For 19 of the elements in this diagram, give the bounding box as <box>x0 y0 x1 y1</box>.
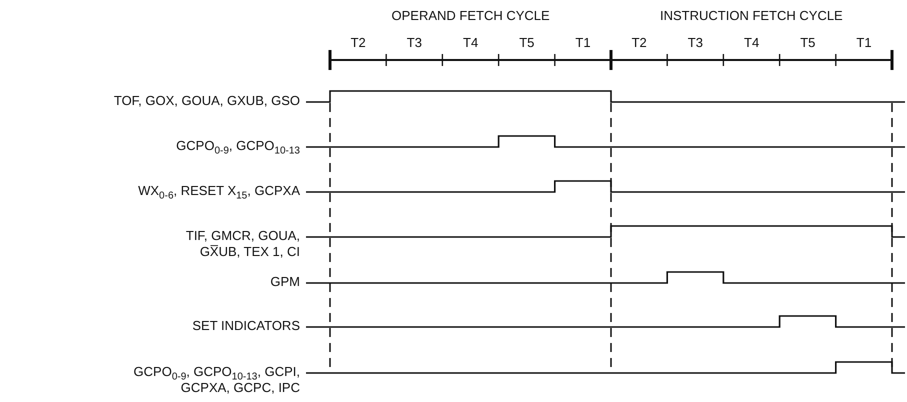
time-slot-label: T2 <box>632 35 647 51</box>
time-slot-label: T3 <box>406 35 422 51</box>
time-slot-label: T4 <box>744 35 760 51</box>
signal-name: TOF, GOX, GOUA, GXUB, GSO <box>112 93 300 109</box>
cycle-label: OPERAND FETCH CYCLE <box>392 8 550 24</box>
signal-name: SET INDICATORS <box>191 318 300 334</box>
time-slot-label: T5 <box>519 35 534 51</box>
time-slot-label: T2 <box>350 35 366 51</box>
time-slot-label: T1 <box>575 35 591 51</box>
signal-name: WX$_{0-6}$, RESET X$_{15}$, GCPXA <box>137 183 300 199</box>
signal-name: GCPO$_{0-9}$, GCPO$_{10-13}$, GCPI, GCPXA, GCPC, IPC <box>132 364 300 396</box>
time-slot-label: T3 <box>688 35 703 51</box>
time-slot-label: T1 <box>856 35 872 51</box>
time-slot-label: T5 <box>800 35 816 51</box>
signal-name: TIF, GMCR, GOUA, GX̅UB, TEX 1, CI <box>184 228 300 260</box>
cycle-label: INSTRUCTION FETCH CYCLE <box>660 8 843 24</box>
signal-name: GPM <box>269 274 300 290</box>
time-slot-label: T4 <box>463 35 478 51</box>
signal-name: GCPO$_{0-9}$, GCPO$_{10-13}$ <box>175 138 300 154</box>
